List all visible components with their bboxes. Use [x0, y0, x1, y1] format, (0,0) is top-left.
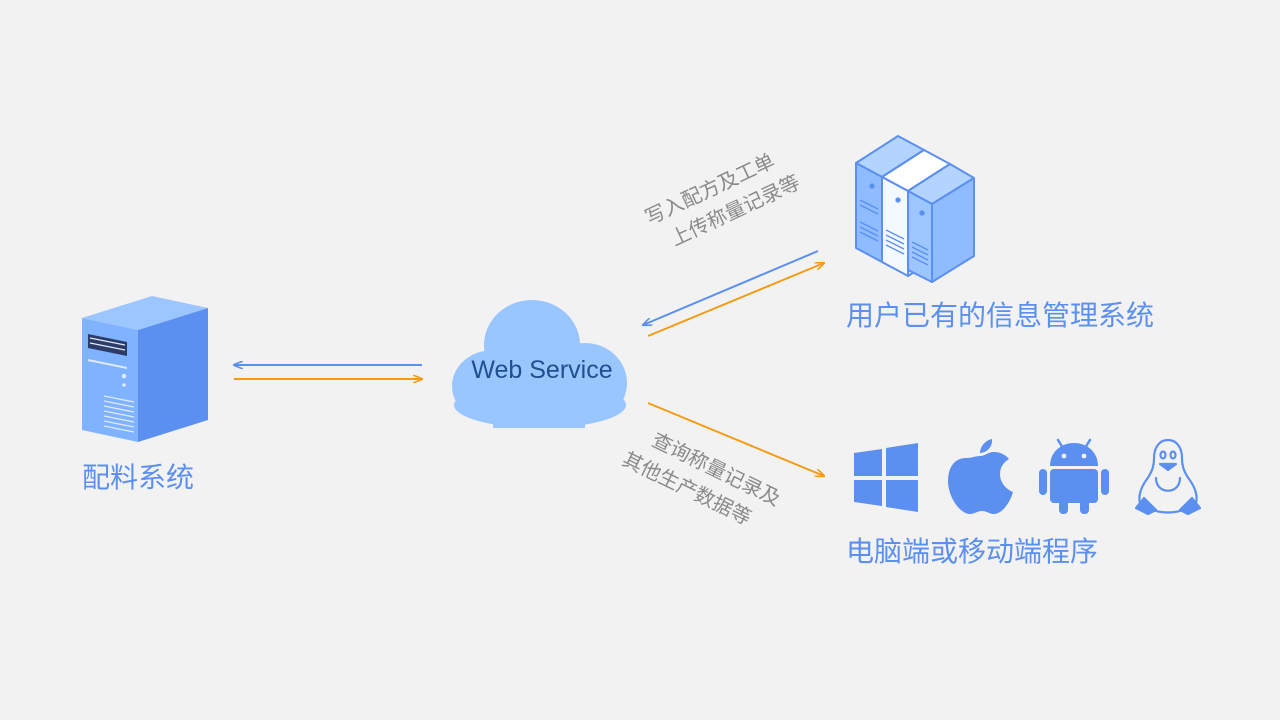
arrow-to-info-system: [647, 263, 824, 337]
cloud-icon: [452, 300, 627, 428]
web-service-label: Web Service: [471, 356, 613, 384]
batching-system-label: 配料系统: [82, 461, 195, 494]
info-system-label: 用户已有的信息管理系统: [846, 299, 1155, 332]
arrow-to-client-programs: [647, 402, 824, 476]
windows-icon: [854, 443, 918, 512]
android-icon: [1039, 438, 1109, 514]
tower-server-icon: [82, 296, 208, 442]
linux-tux-icon: [1134, 438, 1202, 516]
arrow-from-info-system: [643, 250, 819, 325]
server-rack-icon: [855, 135, 975, 283]
apple-icon: [948, 439, 1013, 514]
client-programs-label: 电脑端或移动端程序: [846, 535, 1099, 568]
